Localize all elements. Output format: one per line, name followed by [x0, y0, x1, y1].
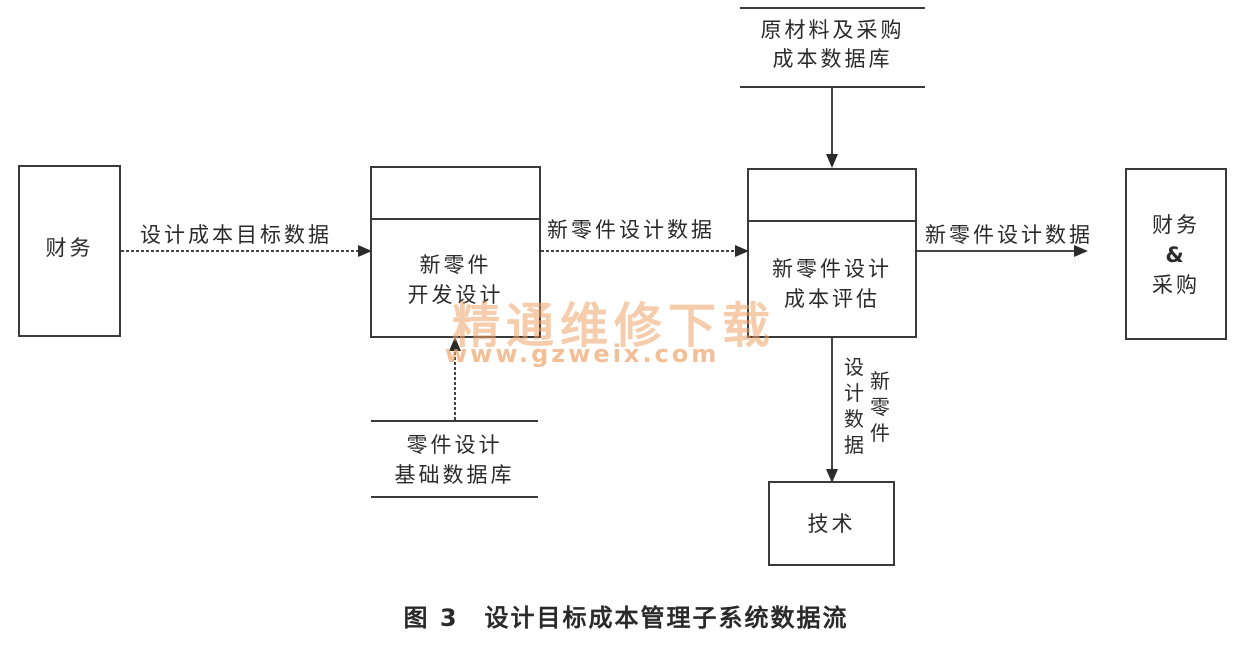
vertical-char: 计	[844, 381, 864, 405]
vertical-char: 零	[870, 395, 890, 419]
node-tech: 技术	[768, 481, 895, 566]
store-materials-line1: 原材料及采购	[760, 18, 905, 42]
store-partdb-line2: 基础数据库	[394, 463, 515, 487]
node-finance-purchase-line2: &	[1165, 243, 1187, 267]
vertical-char: 设	[844, 355, 864, 379]
node-finance-purchase-line1: 财务	[1152, 213, 1200, 237]
vertical-char: 件	[870, 421, 890, 445]
store-partdb-line1: 零件设计	[406, 433, 503, 457]
watermark-url: www.gzweix.com	[445, 340, 720, 368]
store-partdb-bottom-line	[371, 496, 538, 498]
node-finance-label: 财务	[45, 236, 94, 260]
vertical-char: 据	[844, 433, 864, 457]
node-cost-eval-line2: 成本评估	[784, 287, 880, 311]
flow-label-vertical-col1: 新 零 件	[868, 368, 892, 446]
node-divider	[749, 220, 915, 222]
node-new-part-dev: 新零件 开发设计	[370, 166, 541, 338]
node-cost-eval: 新零件设计 成本评估	[747, 168, 917, 338]
vertical-char: 新	[870, 369, 890, 393]
node-divider	[372, 218, 539, 220]
vertical-char: 数	[844, 407, 864, 431]
flow-label-new-part-design-data-1: 新零件设计数据	[547, 218, 715, 242]
store-materials-bottom-line	[740, 86, 925, 88]
node-new-part-dev-line2: 开发设计	[407, 283, 504, 307]
node-tech-label: 技术	[807, 512, 856, 536]
store-materials-line2: 成本数据库	[772, 47, 893, 71]
flow-label-vertical-col2: 设 计 数 据	[842, 354, 866, 458]
watermark-cn: 精通维修下载	[452, 298, 777, 354]
flow-label-target-cost-data: 设计成本目标数据	[140, 223, 332, 247]
node-new-part-dev-line1: 新零件	[419, 253, 492, 277]
node-finance-purchase: 财务 & 采购	[1125, 168, 1227, 340]
store-materials-top-line	[740, 7, 925, 9]
node-cost-eval-line1: 新零件设计	[772, 257, 892, 281]
node-finance-purchase-line3: 采购	[1152, 273, 1200, 297]
flow-label-new-part-design-data-2: 新零件设计数据	[925, 223, 1093, 247]
node-finance: 财务	[18, 165, 121, 337]
figure-caption: 图 3 设计目标成本管理子系统数据流	[403, 604, 849, 632]
store-partdb-top-line	[371, 420, 538, 422]
